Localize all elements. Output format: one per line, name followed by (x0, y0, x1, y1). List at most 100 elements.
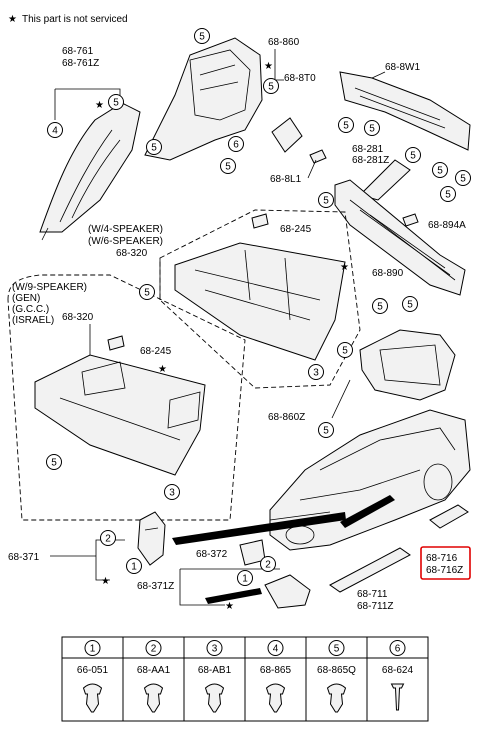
callout-circle: 6 (228, 136, 244, 152)
callout-number: 2 (265, 560, 271, 571)
label-68-761Z: 68-761Z (62, 58, 99, 69)
callout-number: 3 (169, 488, 175, 499)
fastener-number: 5 (334, 644, 340, 655)
callout-number: 3 (313, 368, 319, 379)
star-icon: ★ (264, 61, 273, 72)
callout-number: 5 (460, 174, 466, 185)
pointer-band-front (172, 512, 346, 545)
fastener-number: 2 (151, 644, 157, 655)
speaker-6: (W/6-SPEAKER) (88, 236, 163, 247)
callout-circle: 5 (146, 139, 162, 155)
callout-circle: 5 (337, 342, 353, 358)
part-quarter-trim-upper (144, 37, 263, 161)
fastener-number-circle (328, 640, 345, 656)
callout-number: 5 (323, 426, 329, 437)
label-68-281: 68-281 (352, 144, 384, 155)
fastener-part-number: 68-865 (260, 665, 292, 676)
label-68-716: 68-716 (426, 553, 458, 564)
fastener-number-circle (389, 640, 406, 656)
part-trunk-end-trim (339, 71, 471, 151)
callout-number: 5 (113, 98, 119, 109)
highlight-box (420, 546, 471, 580)
callout-number: 4 (52, 126, 58, 137)
callout-circle: 1 (237, 570, 253, 586)
label-68-894A: 68-894A (428, 220, 466, 231)
legend-note: This part is not serviced (22, 14, 128, 25)
part-bracket-371 (137, 511, 166, 566)
callout-number: 2 (105, 534, 111, 545)
callout-circle: 2 (100, 530, 116, 546)
label-68-320-lower: 68-320 (62, 312, 94, 323)
region-israel: (ISRAEL) (12, 315, 54, 326)
callout-circle: 5 (139, 284, 155, 300)
label-68-860: 68-860 (268, 37, 300, 48)
label-68-245-upper: 68-245 (280, 224, 312, 235)
callout-circle: 5 (372, 298, 388, 314)
group-box-speaker-9 (7, 274, 246, 521)
label-68-761: 68-761 (62, 46, 94, 57)
callout-circle: 5 (318, 422, 334, 438)
part-scuff-plate (329, 547, 411, 593)
callout-circle: 5 (108, 94, 124, 110)
part-speaker-cover-upper (251, 213, 269, 229)
fastener-number: 3 (212, 644, 218, 655)
clip-icon (390, 683, 405, 711)
part-access-lid (271, 117, 303, 153)
callout-number: 5 (445, 190, 451, 201)
callout-number: 1 (131, 562, 137, 573)
fastener-number-circle (267, 640, 284, 656)
part-bracket-372 (239, 539, 311, 609)
part-package-tray-4-6 (174, 242, 346, 361)
callout-circle: 5 (263, 78, 279, 94)
label-68-371: 68-371 (8, 552, 40, 563)
callout-number: 6 (233, 140, 239, 151)
callout-number: 5 (410, 151, 416, 162)
part-side-trim-left (39, 102, 141, 241)
part-rear-scuff (429, 504, 469, 529)
callout-circle: 1 (126, 558, 142, 574)
callout-number: 5 (343, 121, 349, 132)
clip-icon (82, 683, 103, 713)
star-icon: ★ (225, 601, 234, 612)
part-speaker-cover-lower (107, 335, 125, 351)
label-68-8L1: 68-8L1 (270, 174, 302, 185)
callout-circle: 5 (364, 120, 380, 136)
callout-number: 5 (369, 124, 375, 135)
star-icon: ★ (8, 14, 17, 25)
fastener-number-circle (145, 640, 162, 656)
label-68-320-upper: 68-320 (116, 248, 148, 259)
callout-circle: 3 (164, 484, 180, 500)
fastener-table: 166-051268-AA1368-AB1468-865568-865Q668-… (61, 636, 429, 722)
clip-icon (143, 683, 164, 713)
vehicle-illustration (269, 409, 471, 551)
callout-number: 5 (407, 300, 413, 311)
callout-number: 5 (151, 143, 157, 154)
clip-icon (204, 683, 225, 713)
star-icon: ★ (101, 576, 110, 587)
callout-circle: 5 (405, 147, 421, 163)
callout-circle: 3 (308, 364, 324, 380)
callout-circle: 2 (260, 556, 276, 572)
region-gen: (GEN) (12, 293, 40, 304)
star-icon: ★ (95, 100, 104, 111)
callout-circle: 5 (455, 170, 471, 186)
callout-circle: 5 (432, 162, 448, 178)
callout-circle: 5 (318, 192, 334, 208)
fastener-number-circle (84, 640, 101, 656)
callout-number: 5 (225, 162, 231, 173)
part-package-tray-9 (34, 354, 206, 476)
callout-circle: 5 (440, 186, 456, 202)
part-clip (309, 149, 327, 164)
callout-circle: 5 (338, 117, 354, 133)
callout-circle: 5 (402, 296, 418, 312)
callout-circle: 5 (220, 158, 236, 174)
label-68-8W1: 68-8W1 (385, 62, 420, 73)
label-68-711: 68-711 (357, 589, 388, 600)
label-68-860Z: 68-860Z (268, 412, 305, 423)
label-68-890: 68-890 (372, 268, 404, 279)
fastener-number: 1 (90, 644, 96, 655)
label-68-372: 68-372 (196, 549, 228, 560)
fastener-number-circle (206, 640, 223, 656)
